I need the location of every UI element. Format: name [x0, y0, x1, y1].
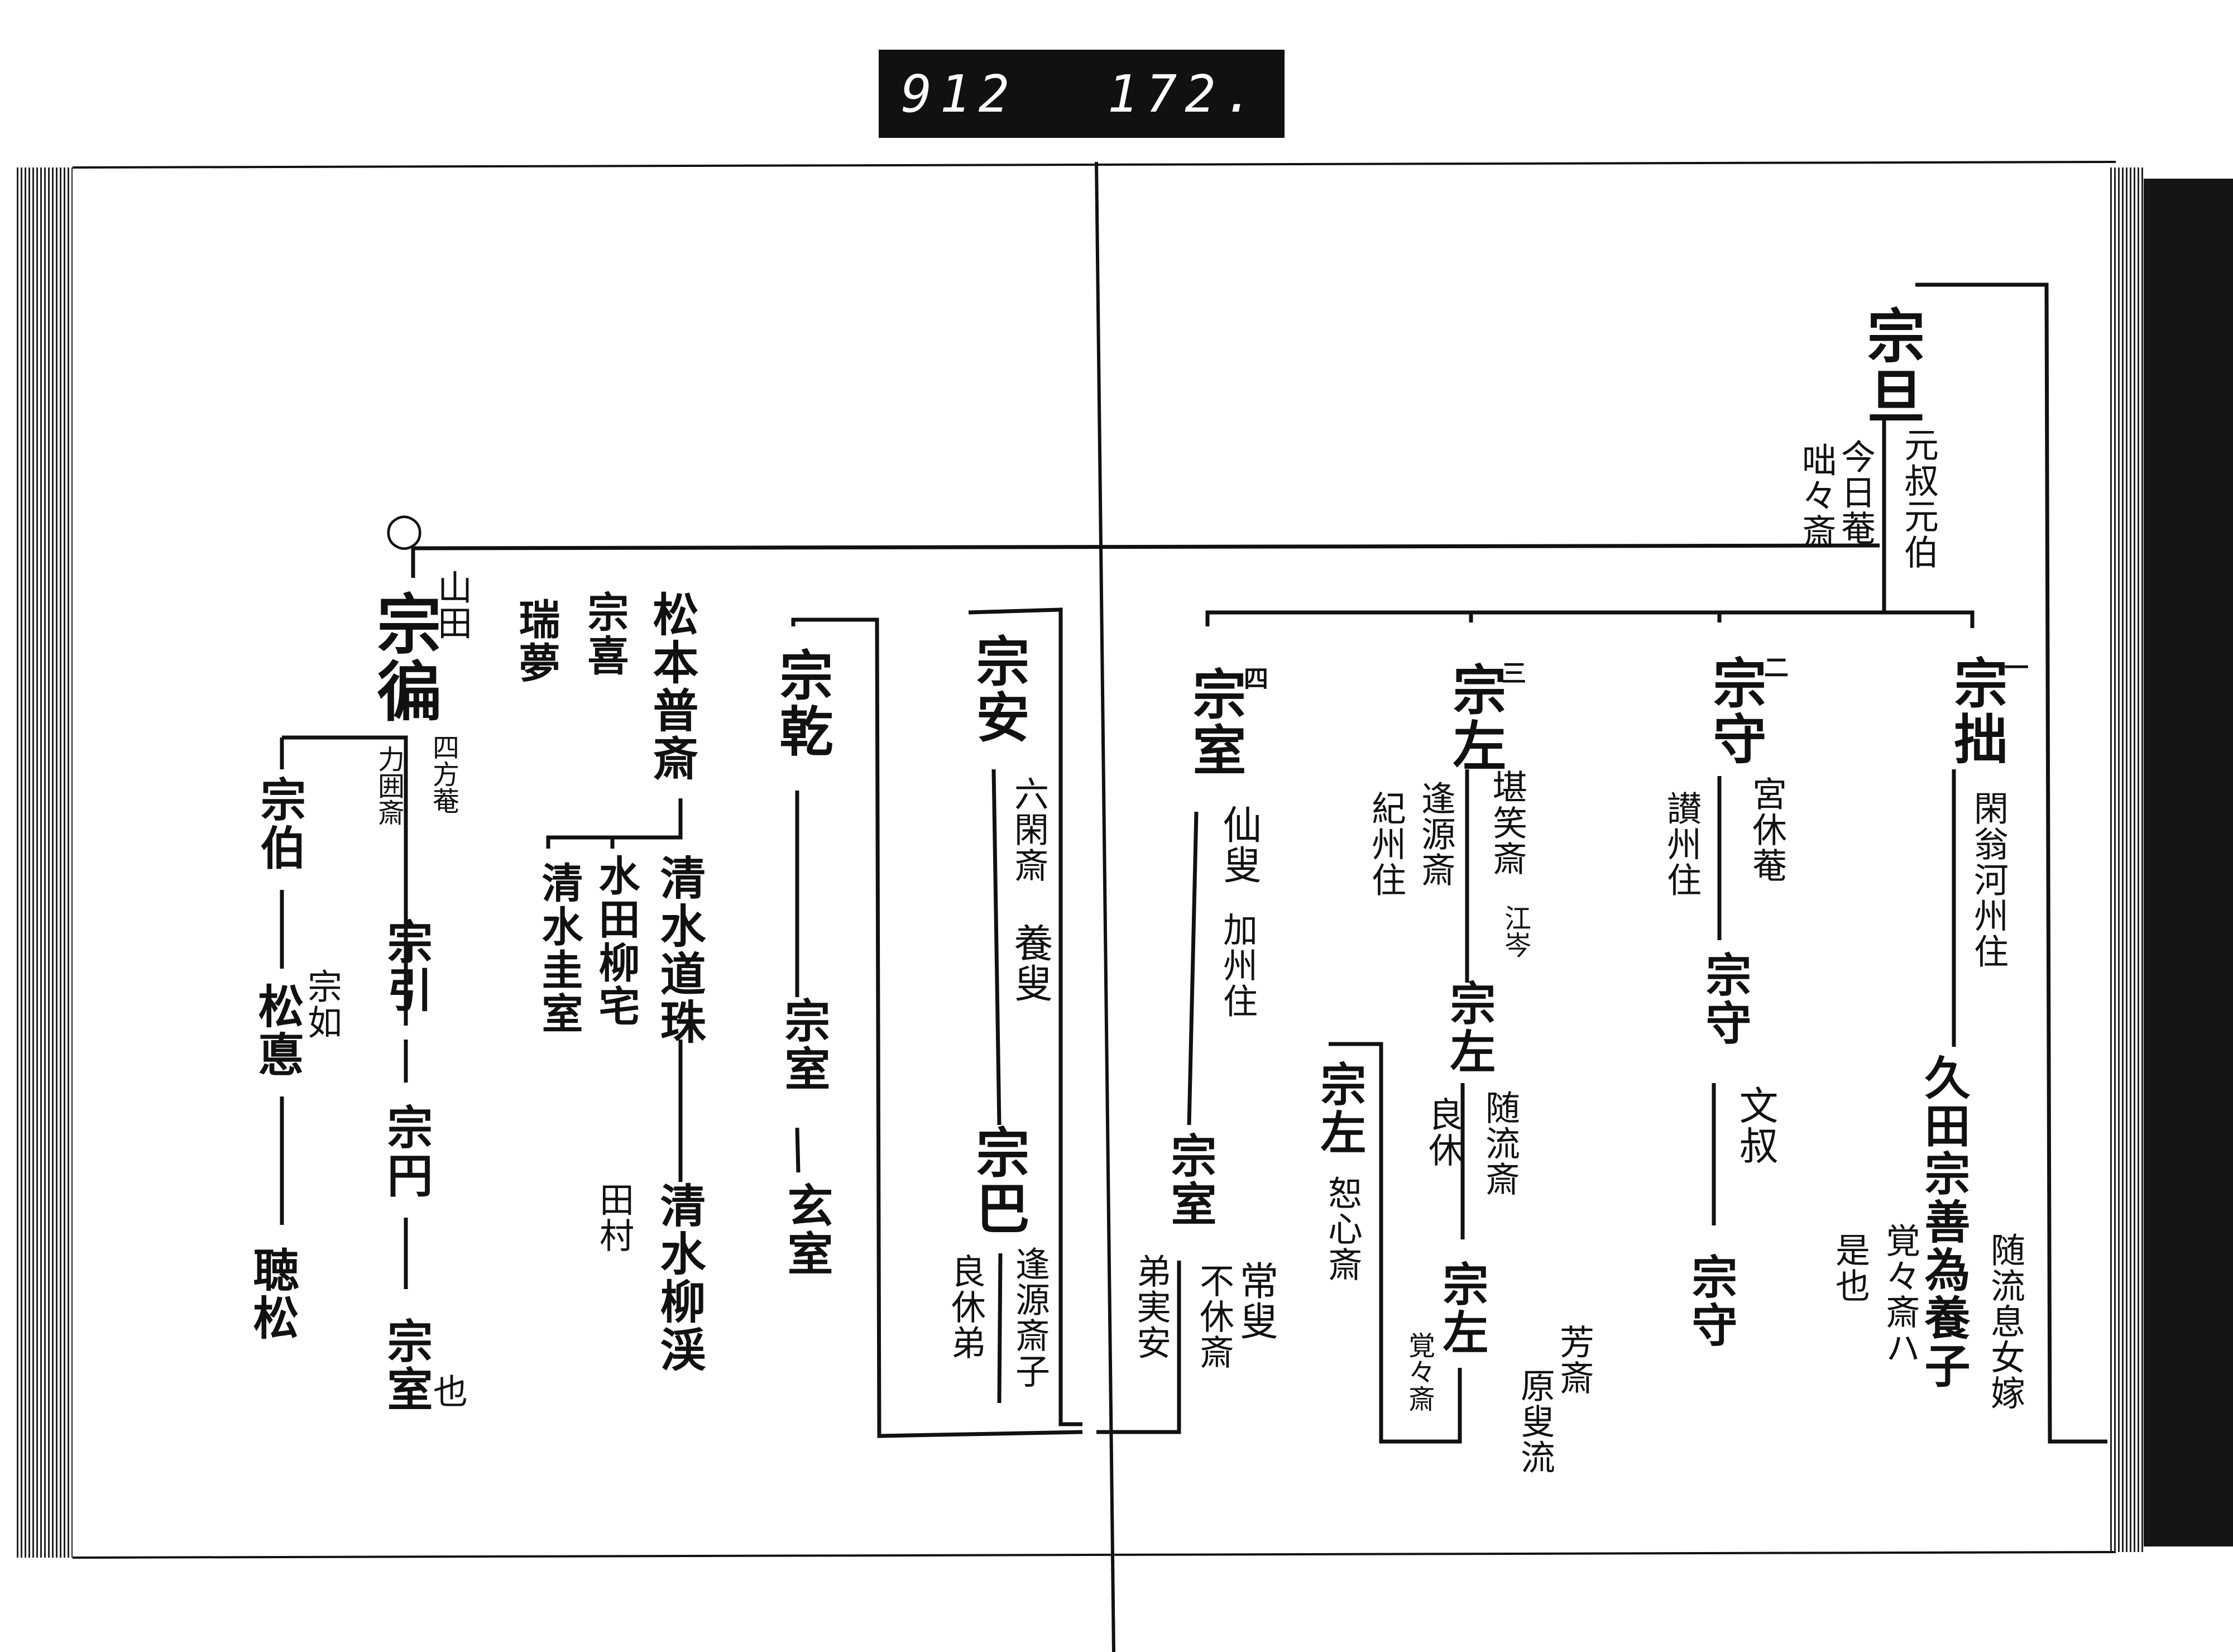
node-shimizu-doju: 清水道珠 [652, 854, 706, 1046]
note-joso: 常叟 [1233, 1261, 1279, 1341]
note-kore-nari: 是也 [1829, 1232, 1870, 1304]
book-cover-edge [2144, 179, 2233, 1546]
note-kyukyuan: 宮休菴 [1746, 776, 1787, 883]
left-page-edge [17, 167, 73, 1558]
node-soin: 宗引 [379, 918, 433, 1014]
node-sohen: 宗徧 [366, 591, 442, 725]
note-nari: 也 [427, 1373, 468, 1409]
node-sosetsu: 宗拙 [1945, 655, 2008, 767]
node-shimizu-ryukei: 清水柳渓 [652, 1182, 706, 1374]
node-shotoku: 松悳 [250, 983, 304, 1079]
node-soshitsu-sohen: 宗室 [379, 1318, 433, 1414]
node-matsumoto-fusai: 松本普斎 [645, 591, 698, 783]
node-chosho: 聴松 [245, 1246, 299, 1342]
note-ryokyu: 良休 [1422, 1096, 1463, 1168]
note-kakukakusai-2: 覚々斎 [1403, 1332, 1435, 1412]
catalog-right-number: 172. [1107, 64, 1262, 124]
note-konnichian: 今日菴 [1835, 439, 1876, 546]
node-soshitsu: 宗室 [1183, 667, 1247, 778]
node-sotan: 宗旦 [1857, 306, 1925, 427]
note-totsutotsusai: 咄々斎 [1796, 442, 1837, 549]
order-4: 四 [1244, 665, 1268, 693]
note-sensou: 仙叟 [1216, 805, 1262, 885]
note-rikiisai: 力囲斎 [373, 745, 404, 826]
node-sosa-3: 宗左 [1435, 1261, 1488, 1357]
node-soken: 宗乾 [770, 648, 833, 759]
node-sohaku: 宗伯 [252, 776, 306, 872]
right-page-edge [2110, 167, 2144, 1552]
node-shimizu-keishitsu: 清水圭室 [535, 861, 583, 1036]
order-3: 三 [1502, 659, 1526, 688]
catalog-number-tag: 912 172. [879, 50, 1285, 138]
surname-yamada: 山田 [432, 569, 472, 641]
node-zuimu: 瑞夢 [512, 598, 560, 685]
note-kakukakusai: 覚々斎ハ [1880, 1223, 1920, 1366]
note-yomoan: 四方菴 [428, 734, 459, 814]
node-sosa: 宗左 [1444, 662, 1507, 774]
note-joshinsai: 恕心斎 [1322, 1175, 1363, 1282]
note-gensoryu: 原叟流 [1515, 1368, 1555, 1475]
circle-mark: ○ [378, 502, 430, 555]
node-soshitsu-left: 宗室 [777, 997, 830, 1093]
note-tamura: 田村 [593, 1182, 634, 1253]
note-gensyuku-genpaku: 元叔元伯 [1898, 427, 1939, 570]
node-mizuta-ryutaku: 水田柳宅 [592, 854, 640, 1028]
node-soshu-2: 宗守 [1698, 951, 1751, 1047]
note-kanou: 閑翁河州住 [1968, 791, 2009, 969]
note-jitsuan: 弟実安 [1130, 1253, 1171, 1361]
node-soan: 宗安 [967, 634, 1030, 745]
note-yoso: 養叟 [1008, 923, 1053, 1003]
note-ryokyu-brother: 良休弟 [945, 1253, 986, 1361]
note-rokkansai: 六閑斎 [1008, 776, 1049, 883]
node-soha: 宗巴 [967, 1125, 1030, 1237]
node-soen: 宗円 [379, 1104, 433, 1200]
order-2: 二 [1764, 654, 1789, 682]
note-kishu: 紀州住 [1365, 791, 1406, 898]
node-hisada-sozen: 久田宗善為養子 [1916, 1054, 1970, 1390]
node-soshu: 宗守 [1704, 655, 1767, 767]
note-hogensai: 逢源斎 [1415, 780, 1456, 888]
node-soki: 宗喜 [581, 591, 629, 678]
node-genshitsu: 玄室 [779, 1182, 833, 1278]
note-fukyusai: 不休斎 [1194, 1263, 1234, 1370]
note-kashu: 加州住 [1217, 912, 1258, 1019]
node-soshu-3: 宗守 [1684, 1253, 1737, 1349]
note-hosai: 芳斎 [1554, 1324, 1594, 1396]
note-hogensai-son: 逢源斎子 [1009, 1246, 1050, 1389]
node-sosa-side: 宗左 [1312, 1061, 1366, 1157]
note-zuiryusai: 随流斎 [1479, 1090, 1520, 1197]
node-soshitsu-2: 宗室 [1163, 1132, 1216, 1228]
note-zuiryu-daughter: 随流息女嫁 [1985, 1232, 2025, 1411]
node-sosa-2: 宗左 [1442, 980, 1496, 1076]
note-sonyo: 宗如 [301, 969, 342, 1040]
note-bunshuku: 文叔 [1733, 1085, 1779, 1166]
order-1: 一 [2004, 654, 2029, 682]
note-kanshosai: 堪笑斎 [1487, 769, 1527, 877]
note-kosin: 江岑 [1499, 904, 1531, 958]
note-sanshu: 讃州住 [1661, 791, 1702, 898]
catalog-left-number: 912 [901, 64, 1018, 124]
